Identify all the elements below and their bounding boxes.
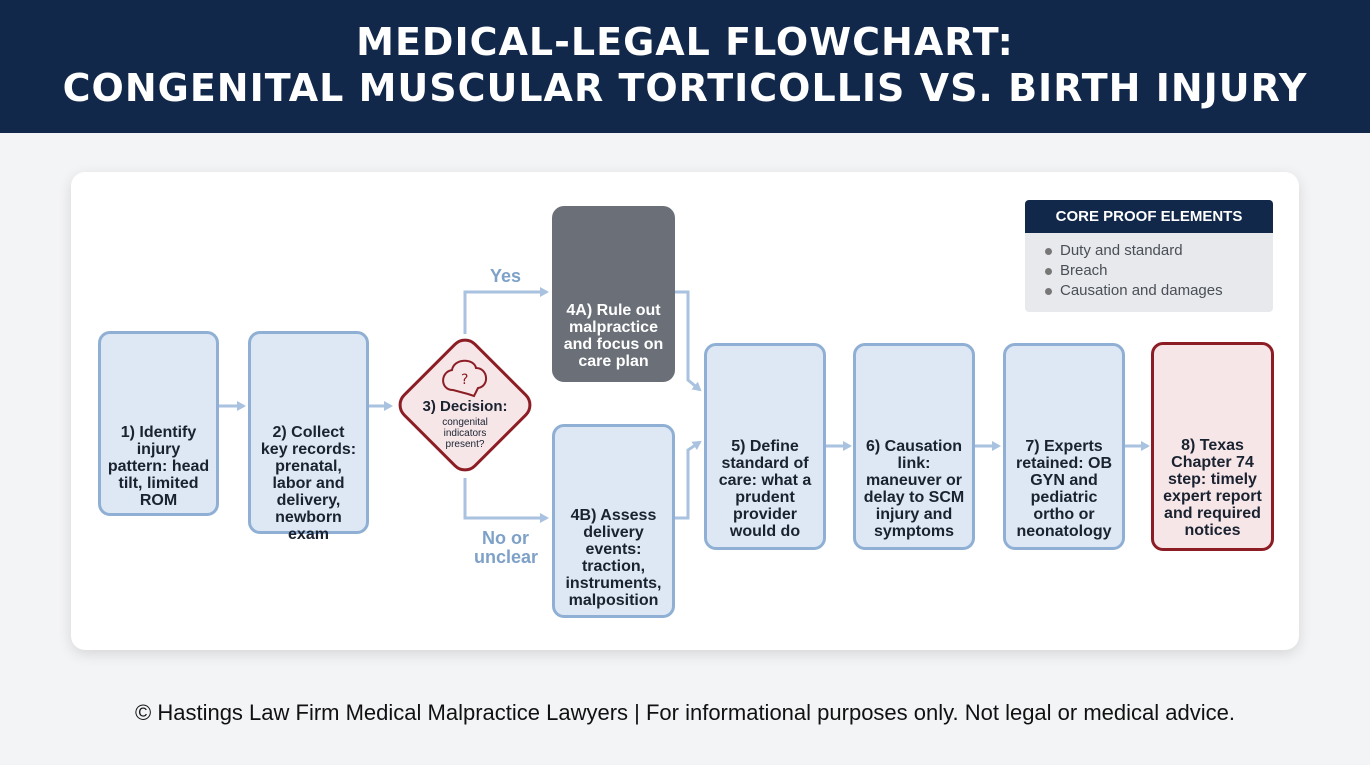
header-banner: MEDICAL-LEGAL FLOWCHART: CONGENITAL MUSC… bbox=[0, 0, 1370, 133]
decision-diamond bbox=[398, 338, 532, 472]
bullet-icon bbox=[1045, 247, 1052, 255]
arrow-3-4b bbox=[463, 478, 549, 523]
step-3-subtitle: congenital indicators present? bbox=[442, 417, 488, 450]
step-5-box: 5) Define standard of care: what a prude… bbox=[704, 343, 826, 550]
step-7-label: 7) Experts retained: OB GYN and pediatri… bbox=[1015, 438, 1112, 540]
arrow-4a-5 bbox=[675, 290, 702, 392]
core-proof-legend: CORE PROOF ELEMENTS Duty and standard Br… bbox=[1025, 200, 1273, 312]
step-3-decision-label: 3) Decision: congenital indicators prese… bbox=[405, 398, 525, 450]
step-2-label: 2) Collect key records: prenatal, labor … bbox=[260, 424, 357, 543]
svg-text:?: ? bbox=[461, 372, 468, 388]
step-1-label: 1) Identify injury pattern: head tilt, l… bbox=[107, 424, 210, 509]
brain-question-icon: ? bbox=[442, 359, 487, 398]
branch-no-label-2: unclear bbox=[474, 547, 539, 567]
branch-yes-label: Yes bbox=[490, 266, 522, 286]
legend-item-label: Duty and standard bbox=[1060, 242, 1183, 259]
legend-item-label: Breach bbox=[1060, 262, 1108, 279]
title-line-1: MEDICAL-LEGAL FLOWCHART: bbox=[356, 20, 1014, 64]
legend-item-causation: Causation and damages bbox=[1045, 282, 1223, 299]
bullet-icon bbox=[1045, 267, 1052, 275]
branch-no-label-1: No or bbox=[482, 528, 529, 548]
footer-disclaimer: © Hastings Law Firm Medical Malpractice … bbox=[135, 700, 1235, 725]
legend-item-duty: Duty and standard bbox=[1045, 242, 1183, 259]
step-4b-label: 4B) Assess delivery events: traction, in… bbox=[565, 507, 662, 609]
legend-item-label: Causation and damages bbox=[1060, 282, 1223, 299]
step-2-box: 2) Collect key records: prenatal, labor … bbox=[248, 331, 369, 543]
step-6-box: 6) Causation link: maneuver or delay to … bbox=[853, 343, 975, 550]
step-4a-label: 4A) Rule out malpractice and focus on ca… bbox=[563, 302, 664, 370]
legend-item-breach: Breach bbox=[1045, 262, 1108, 279]
legend-title: CORE PROOF ELEMENTS bbox=[1025, 200, 1273, 233]
step-4b-box: 4B) Assess delivery events: traction, in… bbox=[552, 424, 675, 618]
step-8-label: 8) Texas Chapter 74 step: timely expert … bbox=[1163, 437, 1262, 539]
step-1-box: 1) Identify injury pattern: head tilt, l… bbox=[98, 331, 219, 516]
bullet-icon bbox=[1045, 287, 1052, 295]
arrow-3-4a bbox=[463, 287, 549, 334]
step-4a-box: 4A) Rule out malpractice and focus on ca… bbox=[552, 206, 675, 382]
step-7-box: 7) Experts retained: OB GYN and pediatri… bbox=[1003, 343, 1125, 550]
step-6-label: 6) Causation link: maneuver or delay to … bbox=[863, 438, 965, 540]
arrow-4b-5 bbox=[675, 440, 702, 520]
title-line-2: CONGENITAL MUSCULAR TORTICOLLIS VS. BIRT… bbox=[62, 66, 1308, 110]
step-3-title: 3) Decision: bbox=[422, 398, 508, 415]
step-8-box: 8) Texas Chapter 74 step: timely expert … bbox=[1151, 342, 1274, 551]
step-5-label: 5) Define standard of care: what a prude… bbox=[718, 438, 812, 540]
